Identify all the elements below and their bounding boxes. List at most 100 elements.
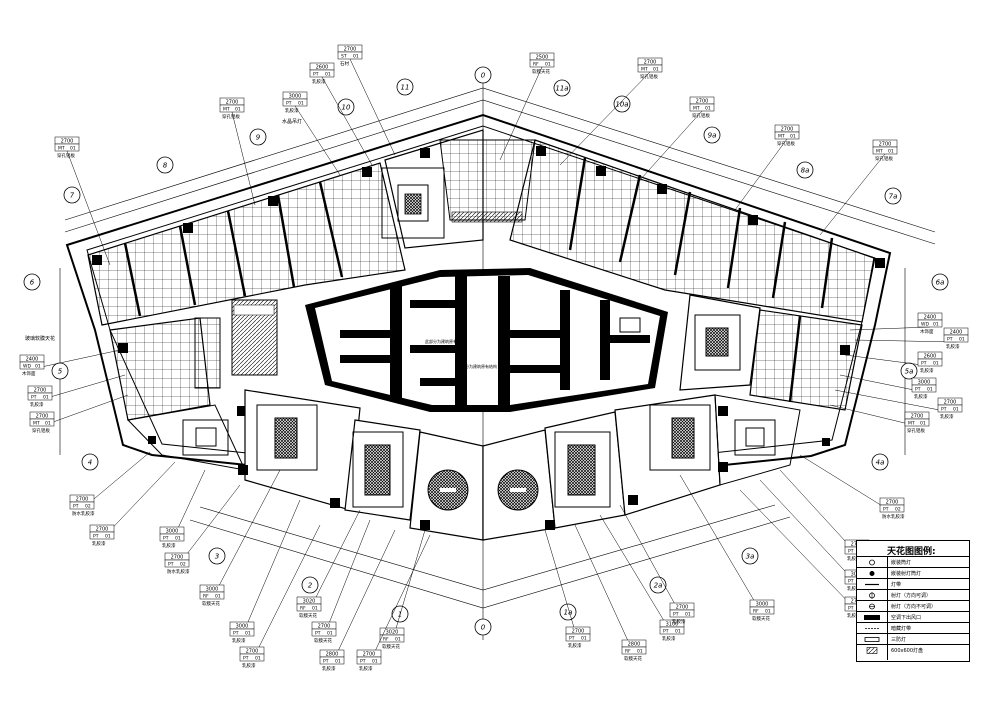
axis-bubble-left: 4 (81, 453, 99, 471)
tag-material: 乳胶漆 (92, 540, 106, 547)
axis-label: 8 (163, 162, 168, 170)
axis-label: 7 (70, 192, 75, 200)
axis-bubble-top: 11a (553, 79, 571, 97)
tag-code: PT (663, 629, 669, 635)
tag-height: 2700 (886, 500, 899, 506)
tag-number: 02 (85, 504, 91, 510)
axis-label: 6a (936, 279, 945, 287)
tag-code: PT (286, 101, 292, 107)
tag-number: 01 (637, 649, 643, 655)
legend-label: 暗藏灯带 (891, 626, 912, 632)
legend-row: 暗藏灯带 (857, 622, 969, 634)
tag-number: 01 (45, 421, 51, 427)
tag-code: PT (243, 656, 249, 662)
legend-label: 空调下出风口 (891, 615, 922, 621)
tag-number: 01 (675, 629, 681, 635)
axis-bubble-top: 8 (156, 156, 174, 174)
tag-height: 2700 (363, 652, 376, 658)
tag-code: MT (641, 67, 648, 73)
tag-number: 02 (180, 562, 186, 568)
tag-height: 2700 (944, 400, 957, 406)
tag-material: 穿孔铝板 (907, 427, 925, 434)
axis-label: 10a (615, 101, 628, 109)
tag-material: 穿孔铝板 (32, 427, 50, 434)
axis-label: 2 (308, 582, 313, 590)
legend-divider (887, 556, 888, 660)
tag-height: 2700 (34, 388, 47, 394)
axis-bubble-top: 7a (884, 187, 902, 205)
tag-number: 01 (235, 107, 241, 113)
light-strip-icon (865, 583, 879, 586)
tag-number: 01 (790, 134, 796, 140)
legend-row: 嵌装射灯筒灯 (857, 567, 969, 579)
axis-bubble-top: 10 (337, 98, 355, 116)
tag-height: 2700 (226, 100, 239, 106)
tag-material: 穿孔铝板 (875, 155, 893, 162)
tag-height: 3020 (386, 630, 399, 636)
tag-number: 01 (35, 364, 41, 370)
tag-material: 乳胶漆 (322, 665, 336, 672)
tag-height: 2700 (76, 497, 89, 503)
tag-height: 2700 (911, 414, 924, 420)
tag-material: 软膜天花 (532, 68, 550, 75)
left-lower-rooms (109, 299, 278, 471)
axis-label: 10 (342, 104, 351, 112)
tag-material: 穿孔铝板 (640, 73, 658, 80)
tag-material: 穿孔铝板 (777, 140, 795, 147)
tag-material: 乳胶漆 (920, 367, 934, 374)
tag-code: MT (58, 146, 65, 152)
tag-number: 01 (933, 322, 939, 328)
tag-height: 2600 (316, 65, 329, 71)
tag-code: PT (848, 579, 854, 585)
tag-code: MT (223, 107, 230, 113)
tag-height: 2700 (676, 605, 689, 611)
right-middle-rooms (679, 294, 863, 416)
tag-number: 01 (545, 62, 551, 68)
axis-label: 7a (889, 193, 898, 201)
legend-row: 灯带 (857, 578, 969, 590)
tag-number: 01 (705, 106, 711, 112)
axis-label: 2a (654, 582, 663, 590)
tag-number: 01 (395, 637, 401, 643)
axis-label: 4 (88, 459, 92, 467)
tag-material: 乳胶漆 (232, 637, 246, 644)
panel-light-icon (866, 647, 878, 654)
tag-height: 2600 (924, 354, 937, 360)
tag-height: 3000 (918, 380, 931, 386)
tag-number: 01 (327, 631, 333, 637)
tag-material: 乳胶漆 (312, 78, 326, 85)
tag-height: 2700 (644, 60, 657, 66)
tag-code: PT (883, 507, 889, 513)
spot-downlight-icon (869, 571, 875, 576)
tag-material: 乳胶漆 (672, 618, 686, 625)
tag-number: 01 (581, 636, 587, 642)
tag-material: 乳胶漆 (242, 662, 256, 669)
tag-code: WD (921, 322, 929, 328)
legend-label: 600x600灯盘 (891, 648, 924, 654)
tag-height: 3000 (289, 94, 302, 100)
tag-material: 软膜天花 (752, 615, 770, 622)
legend-label: 灯带 (891, 582, 902, 588)
top-center-lobby (381, 129, 536, 249)
tag-code: PT (569, 636, 575, 642)
tag-number: 01 (215, 594, 221, 600)
tag-number: 01 (765, 609, 771, 615)
tag-number: 01 (685, 612, 691, 618)
tag-code: PT (73, 504, 79, 510)
axis-bubble-top: 9a (703, 126, 721, 144)
